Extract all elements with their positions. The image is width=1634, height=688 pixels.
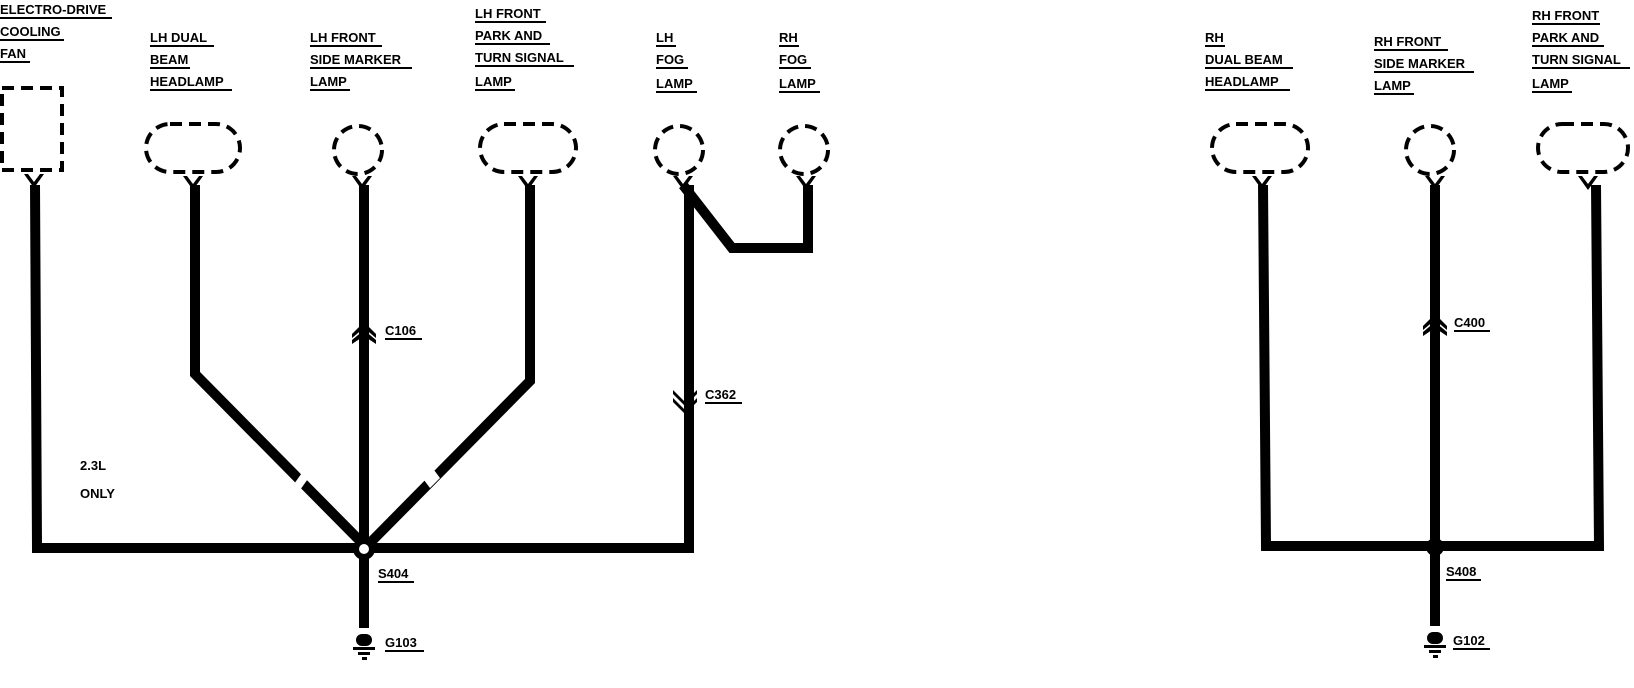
label-rh-dual-beam-headlamp: RH DUAL BEAM HEADLAMP xyxy=(1205,30,1293,91)
svg-text:FOG: FOG xyxy=(779,52,807,67)
svg-text:LH FRONT: LH FRONT xyxy=(475,6,541,21)
svg-text:LH: LH xyxy=(656,30,673,45)
connector-c106: C106 xyxy=(352,322,422,344)
engine-note: 2.3L ONLY xyxy=(80,458,115,501)
label-electro-drive-cooling-fan: ELECTRO-DRIVE COOLING FAN xyxy=(0,2,112,63)
lh-side-marker-outline xyxy=(332,124,384,176)
svg-text:LH FRONT: LH FRONT xyxy=(310,30,376,45)
label-lh-front-park-turn-signal-lamp: LH FRONT PARK AND TURN SIGNAL LAMP xyxy=(475,6,574,91)
svg-text:ONLY: ONLY xyxy=(80,486,115,501)
svg-text:RH: RH xyxy=(779,30,798,45)
rh-fog-lamp-outline xyxy=(778,124,830,176)
svg-text:S408: S408 xyxy=(1446,564,1476,579)
rh-side-marker-outline xyxy=(1404,124,1456,176)
cooling-fan-outline xyxy=(0,86,64,172)
splice-s408: S408 xyxy=(1426,538,1481,581)
rh-headlamp-outline xyxy=(1210,122,1310,174)
wire-lh-headlamp xyxy=(190,185,370,551)
rh-wiring xyxy=(1258,184,1605,626)
svg-text:ELECTRO-DRIVE: ELECTRO-DRIVE xyxy=(0,2,107,17)
svg-text:LAMP: LAMP xyxy=(1374,78,1411,93)
svg-text:2.3L: 2.3L xyxy=(80,458,106,473)
svg-text:G103: G103 xyxy=(385,635,417,650)
ground-g102-icon: G102 xyxy=(1424,632,1490,658)
label-lh-front-side-marker-lamp: LH FRONT SIDE MARKER LAMP xyxy=(310,30,412,91)
terminal-rh-park-turn xyxy=(1578,176,1598,190)
svg-text:LH DUAL: LH DUAL xyxy=(150,30,207,45)
svg-text:TURN SIGNAL: TURN SIGNAL xyxy=(1532,52,1621,67)
svg-text:COOLING: COOLING xyxy=(0,24,61,39)
svg-text:C106: C106 xyxy=(385,323,416,338)
svg-text:RH FRONT: RH FRONT xyxy=(1532,8,1599,23)
terminal-lh-fog xyxy=(673,176,693,190)
terminal-lh-side-marker xyxy=(352,176,372,190)
svg-text:PARK AND: PARK AND xyxy=(1532,30,1599,45)
terminal-rh-side-marker xyxy=(1425,176,1445,190)
svg-text:RH FRONT: RH FRONT xyxy=(1374,34,1441,49)
terminals xyxy=(24,174,1598,190)
wire-break-marks xyxy=(294,470,440,490)
svg-text:LAMP: LAMP xyxy=(475,74,512,89)
svg-text:LAMP: LAMP xyxy=(656,76,693,91)
svg-text:RH: RH xyxy=(1205,30,1224,45)
svg-text:HEADLAMP: HEADLAMP xyxy=(1205,74,1279,89)
svg-text:C400: C400 xyxy=(1454,315,1485,330)
svg-text:LAMP: LAMP xyxy=(779,76,816,91)
connector-c362: C362 xyxy=(673,387,742,414)
wire-fog-lamps xyxy=(679,181,813,253)
svg-text:BEAM: BEAM xyxy=(150,52,188,67)
lh-fog-lamp-outline xyxy=(653,124,705,176)
connector-c400: C400 xyxy=(1423,314,1490,336)
ground-g103-icon: G103 xyxy=(353,634,424,660)
svg-text:FOG: FOG xyxy=(656,52,684,67)
splice-s404: S404 xyxy=(353,538,414,583)
label-rh-fog-lamp: RH FOG LAMP xyxy=(779,30,820,93)
terminal-rh-headlamp xyxy=(1252,176,1272,190)
svg-text:S404: S404 xyxy=(378,566,409,581)
label-rh-front-park-turn-signal-lamp: RH FRONT PARK AND TURN SIGNAL LAMP xyxy=(1532,8,1630,93)
svg-text:TURN SIGNAL: TURN SIGNAL xyxy=(475,50,564,65)
label-lh-dual-beam-headlamp: LH DUAL BEAM HEADLAMP xyxy=(150,30,232,91)
svg-text:LAMP: LAMP xyxy=(1532,76,1569,91)
svg-text:DUAL BEAM: DUAL BEAM xyxy=(1205,52,1283,67)
svg-text:SIDE MARKER: SIDE MARKER xyxy=(310,52,402,67)
label-rh-front-side-marker-lamp: RH FRONT SIDE MARKER LAMP xyxy=(1374,34,1474,95)
svg-text:C362: C362 xyxy=(705,387,736,402)
svg-text:LAMP: LAMP xyxy=(310,74,347,89)
svg-text:G102: G102 xyxy=(1453,633,1485,648)
wire-lh-park-turn xyxy=(362,185,535,551)
svg-text:PARK AND: PARK AND xyxy=(475,28,542,43)
terminal-fan xyxy=(24,174,44,188)
terminal-lh-headlamp xyxy=(183,176,203,190)
svg-text:HEADLAMP: HEADLAMP xyxy=(150,74,224,89)
terminal-rh-fog xyxy=(796,176,816,190)
lh-park-turn-outline xyxy=(478,122,578,174)
lh-headlamp-outline xyxy=(144,122,242,174)
terminal-lh-park-turn xyxy=(518,176,538,190)
rh-park-turn-outline xyxy=(1536,122,1630,174)
svg-text:FAN: FAN xyxy=(0,46,26,61)
label-lh-fog-lamp: LH FOG LAMP xyxy=(656,30,697,93)
svg-text:SIDE MARKER: SIDE MARKER xyxy=(1374,56,1466,71)
